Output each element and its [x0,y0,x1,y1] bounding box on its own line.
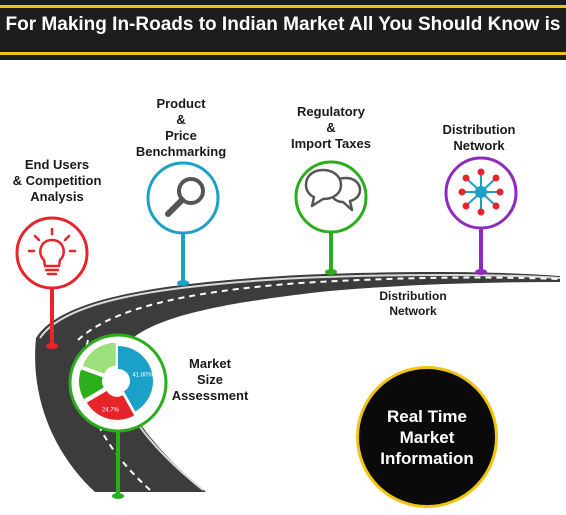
pin-base [46,343,58,349]
network-icon [458,168,504,216]
pie-slice [79,369,104,400]
pie-slice [82,342,116,374]
milestone-market-size: 41.80% 24.7% [68,333,168,499]
banner-stripe-top [0,5,566,8]
label-distribution-network: Distribution Network [442,122,516,153]
label-product-price: Product & Price Benchmarking [135,96,227,159]
road-edge-outer [39,273,561,339]
pin-base [325,269,337,275]
lightbulb-icon [27,227,77,276]
road-surface [35,272,561,492]
milestone-product-price [146,161,220,286]
pie-chart-icon: 41.80% 24.7% [79,342,153,420]
real-time-market-badge: Real Time Market Information [356,366,498,508]
page-title: For Making In-Roads to Indian Market All… [5,14,561,35]
pie-slice-label: 24.7% [102,408,120,414]
milestone-distribution [444,156,518,275]
label-end-users: End Users & Competition Analysis [12,157,102,204]
milestone-end-users [15,216,89,349]
speech-bubbles-icon [304,168,362,212]
road-label-distribution-network: Distribution Network [379,289,447,318]
label-market-size: Market Size Assessment [171,356,249,403]
pin-base [112,493,124,499]
magnifier-icon [165,177,205,217]
badge-text: Real Time Market Information [380,406,474,468]
banner-stripe-bottom [0,52,566,55]
pin-base [177,280,189,286]
road-lower-center-line [83,339,151,491]
pie-slice-label: 41.80% [132,373,153,379]
milestone-regulatory [294,160,368,275]
pin-base [475,269,487,275]
label-regulatory: Regulatory & Import Taxes [291,104,371,151]
road-center-line [77,276,561,341]
pie-slice [118,346,153,412]
header-banner: For Making In-Roads to Indian Market All… [0,0,566,60]
pie-slice [86,390,135,420]
